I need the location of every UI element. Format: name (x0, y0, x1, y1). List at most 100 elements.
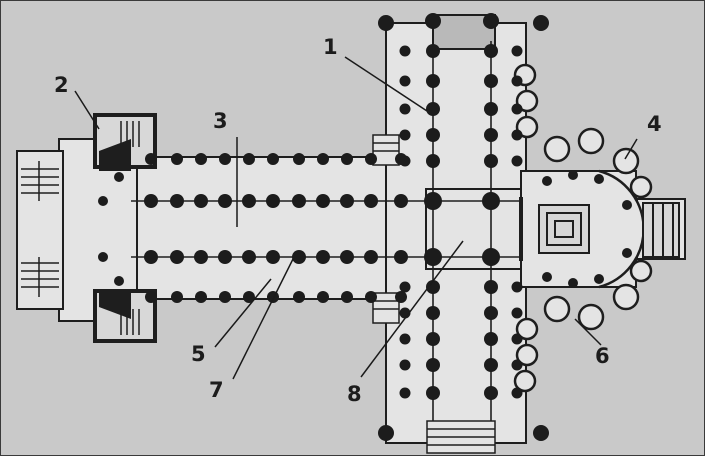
pillar (145, 291, 157, 303)
pillar (145, 153, 157, 165)
pillar (394, 250, 408, 264)
north-stair-wedge (99, 139, 131, 171)
pillar (170, 250, 184, 264)
callout-label-4: 4 (647, 112, 662, 136)
pillar (426, 358, 440, 372)
pillar (622, 200, 632, 210)
pillar (511, 103, 523, 115)
pillar (426, 102, 440, 116)
pillar (511, 155, 523, 167)
pillar (568, 278, 578, 288)
pillar (484, 306, 498, 320)
pillar (395, 291, 407, 303)
pillar (243, 153, 255, 165)
pillar (511, 387, 523, 399)
pillar (424, 192, 442, 210)
pillar (399, 103, 411, 115)
pillar (426, 154, 440, 168)
pillar (266, 194, 280, 208)
pillar (365, 291, 377, 303)
pillar (426, 74, 440, 88)
callout-label-7: 7 (209, 378, 224, 402)
pillar (424, 248, 442, 266)
pillar (378, 425, 394, 441)
pillar (426, 386, 440, 400)
leader-8 (360, 240, 464, 378)
pillar (542, 272, 552, 282)
pillar (242, 194, 256, 208)
pillar (219, 153, 231, 165)
pillar (293, 291, 305, 303)
callout-label-1: 1 (323, 35, 338, 59)
pillar (394, 194, 408, 208)
leader-5 (214, 278, 272, 348)
pillar (426, 128, 440, 142)
pillar (426, 44, 440, 58)
pillar (399, 333, 411, 345)
pillar (484, 128, 498, 142)
leader-6 (574, 318, 602, 346)
pillar (114, 276, 124, 286)
pillar (399, 281, 411, 293)
east-portal (642, 202, 680, 258)
pillar (511, 333, 523, 345)
pillar (482, 192, 500, 210)
apse-chapels (513, 63, 653, 393)
callout-label-3: 3 (213, 109, 228, 133)
pillar (484, 74, 498, 88)
pillar (195, 291, 207, 303)
pillar (594, 274, 604, 284)
pillar (341, 291, 353, 303)
pillar (484, 280, 498, 294)
pillar (426, 332, 440, 346)
pillar (317, 291, 329, 303)
pillar (399, 75, 411, 87)
south-stair-wedge (99, 289, 131, 319)
pillar (482, 248, 500, 266)
pillar (144, 194, 158, 208)
pillar (218, 250, 232, 264)
leader-7 (232, 258, 294, 380)
pillar (399, 155, 411, 167)
leader-1 (344, 56, 428, 112)
pillar (195, 153, 207, 165)
pillar (542, 176, 552, 186)
pillar (243, 291, 255, 303)
pillar (484, 154, 498, 168)
pillar (194, 194, 208, 208)
pillar (426, 306, 440, 320)
pillar (399, 359, 411, 371)
pillar (194, 250, 208, 264)
transept-stairs (372, 134, 400, 324)
callout-labels: 1 2 3 4 5 6 7 8 (54, 35, 662, 406)
pillar (340, 194, 354, 208)
pillar (378, 15, 394, 31)
pillar (399, 129, 411, 141)
pillar (364, 250, 378, 264)
leader-2 (74, 90, 100, 130)
pillar (484, 102, 498, 116)
pillar (568, 170, 578, 180)
south-portal-steps (426, 420, 496, 454)
pillar (293, 153, 305, 165)
pillar (484, 332, 498, 346)
callout-label-6: 6 (595, 344, 610, 368)
pillar (292, 194, 306, 208)
pillar (316, 194, 330, 208)
pillar (511, 307, 523, 319)
pillar (594, 174, 604, 184)
callout-label-2: 2 (54, 73, 69, 97)
pillar (170, 194, 184, 208)
pillar (365, 153, 377, 165)
pillar (426, 280, 440, 294)
pillar (622, 248, 632, 258)
pillar (484, 358, 498, 372)
pillar (316, 250, 330, 264)
pillar (144, 250, 158, 264)
pillar (483, 13, 499, 29)
pillar (399, 387, 411, 399)
pillar (114, 172, 124, 182)
pillar (98, 196, 108, 206)
pillar (219, 291, 231, 303)
